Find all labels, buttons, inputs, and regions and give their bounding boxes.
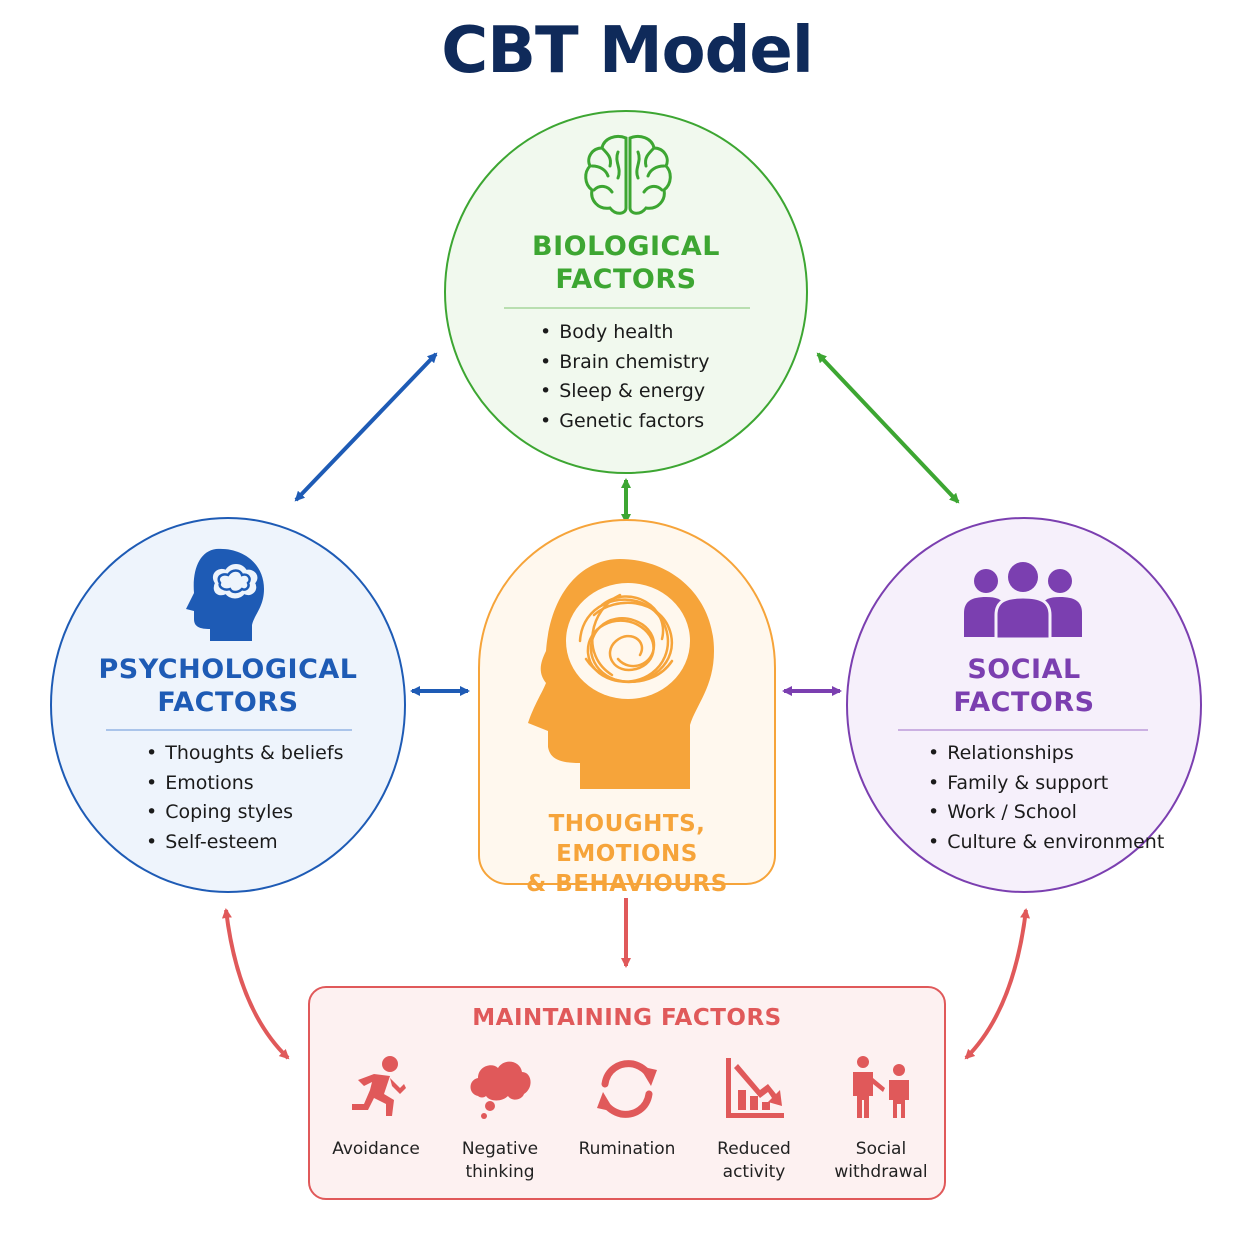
social-heading-line1: SOCIAL	[967, 654, 1081, 685]
social-withdrawal-label-line2: withdrawal	[834, 1162, 928, 1182]
social-item: Family & support	[928, 769, 1164, 799]
people-group-icon	[964, 562, 1082, 641]
negative-thinking-label-line1: Negative	[461, 1139, 539, 1159]
storm-cloud-icon	[470, 1061, 531, 1119]
running-person-icon	[352, 1056, 406, 1116]
declining-chart-icon	[726, 1058, 784, 1118]
maintaining-heading: MAINTAINING FACTORS	[472, 1005, 782, 1031]
arrow-psych-maintaining	[221, 908, 290, 1060]
reduced-activity-label-line2: activity	[722, 1162, 786, 1182]
center-label-line1: THOUGHTS, EMOTIONS	[548, 811, 706, 867]
psychological-item: Coping styles	[146, 798, 343, 828]
psychological-factors-circle: PSYCHOLOGICAL FACTORS Thoughts & beliefs…	[50, 517, 406, 893]
tangled-mind-head-icon	[528, 559, 714, 789]
cycle-arrows-icon	[597, 1060, 657, 1118]
psychological-item: Self-esteem	[146, 828, 343, 858]
social-divider	[898, 729, 1148, 731]
center-label-line2: & BEHAVIOURS	[526, 871, 728, 897]
thoughts-emotions-behaviours-box: THOUGHTS, EMOTIONS & BEHAVIOURS	[478, 519, 776, 897]
social-factors-circle: SOCIAL FACTORS Relationships Family & su…	[846, 517, 1202, 893]
social-item: Culture & environment	[928, 828, 1164, 858]
social-heading-line2: FACTORS	[953, 687, 1095, 718]
biological-heading-line1: BIOLOGICAL	[532, 231, 720, 262]
page-title: CBT Model	[441, 14, 814, 88]
biological-item: Brain chemistry	[540, 348, 709, 378]
arrow-bio-social	[816, 352, 960, 504]
psychological-item: Emotions	[146, 769, 343, 799]
avoidance-label-line1: Avoidance	[332, 1139, 420, 1159]
brain-icon	[584, 134, 672, 215]
biological-factors-circle: BIOLOGICAL FACTORS Body health Brain che…	[444, 110, 808, 474]
psychological-heading-line2: FACTORS	[157, 687, 299, 718]
social-item: Relationships	[928, 739, 1164, 769]
biological-item: Body health	[540, 318, 709, 348]
maintaining-factors-box: MAINTAINING FACTORS Avoidance Negative t…	[308, 986, 946, 1200]
biological-heading-line2: FACTORS	[555, 264, 697, 295]
biological-divider	[504, 307, 750, 309]
head-thought-icon	[186, 548, 264, 641]
negative-thinking-label-line2: thinking	[465, 1162, 535, 1182]
arrow-social-maintaining	[964, 908, 1031, 1060]
rumination-label-line1: Rumination	[578, 1139, 676, 1159]
arrow-bio-psych	[294, 352, 438, 502]
psychological-item: Thoughts & beliefs	[146, 739, 343, 769]
reduced-activity-label-line1: Reduced	[717, 1139, 791, 1159]
social-item: Work / School	[928, 798, 1164, 828]
social-withdrawal-label-line1: Social	[855, 1139, 907, 1159]
psychological-heading-line1: PSYCHOLOGICAL	[98, 654, 358, 685]
withdrawing-people-icon	[853, 1056, 909, 1118]
biological-item: Genetic factors	[540, 407, 709, 437]
biological-item: Sleep & energy	[540, 377, 709, 407]
psychological-divider	[106, 729, 352, 731]
